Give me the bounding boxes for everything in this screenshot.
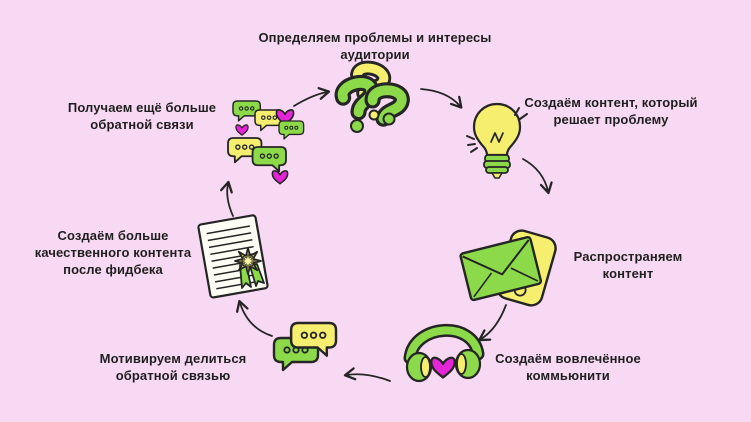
chat-bubbles-icon [270,316,352,401]
heart-icon [235,124,249,136]
envelope-icon [459,236,543,302]
heart-icon [430,356,456,379]
headphones-heart-icon [400,316,500,406]
lightbulb-icon [455,96,540,193]
feedback-bubbles-hearts-icon [222,94,312,199]
step-label-create: Создаём контент, который решает проблему [524,95,698,128]
sparkle-lines [466,135,478,153]
award-badge [234,247,265,289]
step-label-more-feedback: Получаем ещё больше обратной связи [67,100,217,133]
chat-bubble-green [251,146,287,173]
document-award-icon [188,205,283,315]
arrow-community-to-motivate [343,367,391,382]
mail-and-phone-icon [452,220,572,320]
step-label-improve: Создаём больше качественного контента по… [34,228,192,278]
chat-bubble-green [278,120,305,140]
sparkle-lines [514,107,528,120]
question-marks-icon [328,56,432,145]
heart-icon [271,170,289,185]
step-label-community: Создаём вовлечённое коммьюнити [495,351,641,384]
step-label-distribute: Распространяем контент [573,249,683,282]
step-label-motivate: Мотивируем делиться обратной связью [99,351,247,384]
document-sheet [197,214,269,299]
step-label-identify: Определяем проблемы и интересы аудитории [258,30,492,63]
